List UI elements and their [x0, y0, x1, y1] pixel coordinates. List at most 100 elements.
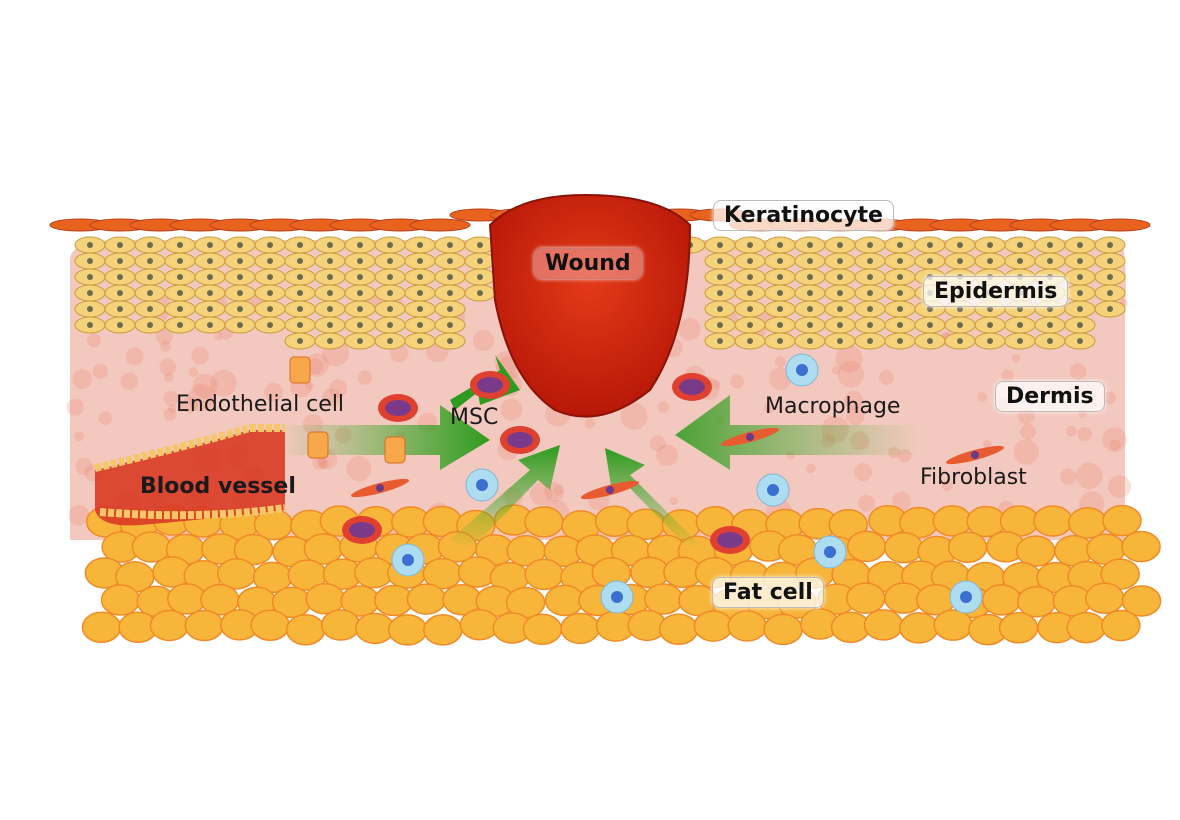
cell-nucleus [327, 242, 333, 248]
macrophage-nucleus [402, 554, 414, 566]
cell-nucleus [147, 258, 153, 264]
dermis-texture [774, 356, 787, 368]
cell-nucleus [987, 242, 993, 248]
fat-cell [184, 609, 224, 642]
dermis-texture [188, 384, 216, 412]
label-fibroblast: Fibroblast [920, 465, 1027, 490]
dermis-texture [346, 456, 372, 482]
dermis-texture [806, 463, 816, 474]
fat-cell [932, 505, 973, 537]
cell-nucleus [1047, 258, 1053, 264]
cell-nucleus [747, 258, 753, 264]
fat-cell [1067, 507, 1108, 539]
fibroblast-nucleus [606, 486, 614, 494]
fat-cell [630, 556, 670, 589]
cell-nucleus [1077, 306, 1083, 312]
cell-nucleus [207, 322, 213, 328]
dermis-texture [210, 369, 237, 397]
cell-nucleus [177, 306, 183, 312]
dermis-texture [181, 397, 198, 414]
fat-cell [727, 610, 767, 642]
dermis-texture [1077, 426, 1093, 442]
fat-cell [1016, 585, 1057, 618]
cell-nucleus [777, 258, 783, 264]
fat-cell [560, 612, 600, 645]
cell-nucleus [327, 290, 333, 296]
cell-nucleus [417, 274, 423, 280]
cell-nucleus [1017, 322, 1023, 328]
macrophage-nucleus [824, 546, 836, 558]
fibroblast-nucleus [971, 451, 979, 459]
dermis-texture [710, 379, 721, 390]
cell-nucleus [447, 258, 453, 264]
fat-cell [1015, 535, 1056, 567]
cell-nucleus [897, 322, 903, 328]
cell-nucleus [837, 322, 843, 328]
fat-cell [387, 614, 428, 646]
cell-nucleus [147, 242, 153, 248]
blood-vessel [94, 424, 286, 526]
fat-cell [149, 609, 190, 642]
cell-nucleus [867, 290, 873, 296]
dermis-texture [846, 406, 865, 426]
dermis-texture [500, 398, 523, 421]
cell-nucleus [777, 306, 783, 312]
cell-nucleus [297, 274, 303, 280]
cell-nucleus [327, 322, 333, 328]
dermis-texture [73, 431, 84, 442]
dermis-texture [264, 382, 284, 402]
dermis-texture [188, 367, 199, 378]
cell-nucleus [207, 242, 213, 248]
cell-nucleus [177, 290, 183, 296]
dermis-texture [125, 347, 144, 366]
cell-nucleus [477, 274, 483, 280]
label-macrophage: Macrophage [765, 394, 901, 419]
fat-cell [524, 506, 564, 538]
cell-nucleus [927, 242, 933, 248]
cell-nucleus [417, 338, 423, 344]
dermis-texture [72, 369, 93, 390]
fat-cell [524, 558, 564, 591]
cell-nucleus [177, 242, 183, 248]
dermis-texture [1060, 468, 1077, 485]
cell-nucleus [117, 322, 123, 328]
dermis-texture [318, 458, 329, 469]
cell-nucleus [957, 258, 963, 264]
cell-nucleus [357, 338, 363, 344]
msc-nucleus [679, 379, 705, 395]
cell-nucleus [717, 274, 723, 280]
cell-nucleus [357, 322, 363, 328]
fat-cell [643, 583, 684, 615]
cell-nucleus [867, 338, 873, 344]
fibroblast-nucleus [746, 433, 754, 441]
cell-nucleus [207, 258, 213, 264]
cell-nucleus [297, 242, 303, 248]
cell-nucleus [87, 242, 93, 248]
fat-cell [285, 614, 326, 646]
fat-cell [845, 582, 886, 614]
cell-nucleus [177, 258, 183, 264]
cell-nucleus [897, 258, 903, 264]
dermis-texture [620, 402, 648, 430]
fat-cell [81, 611, 122, 644]
dermis-texture [977, 392, 987, 402]
cell-nucleus [837, 338, 843, 344]
cell-nucleus [867, 242, 873, 248]
dermis-texture [214, 332, 223, 341]
dermis-texture [656, 444, 678, 467]
cell-nucleus [807, 258, 813, 264]
cell-nucleus [357, 290, 363, 296]
dermis-texture [1069, 363, 1087, 380]
cell-nucleus [177, 322, 183, 328]
cell-nucleus [387, 274, 393, 280]
cell-nucleus [717, 258, 723, 264]
cell-nucleus [777, 242, 783, 248]
fat-cell [763, 613, 803, 646]
dermis-texture [529, 482, 553, 506]
cell-nucleus [807, 306, 813, 312]
cell-nucleus [417, 306, 423, 312]
fat-cell [320, 609, 361, 641]
cell-nucleus [1077, 322, 1083, 328]
dermis-texture [892, 491, 912, 511]
fat-cell [305, 583, 345, 615]
